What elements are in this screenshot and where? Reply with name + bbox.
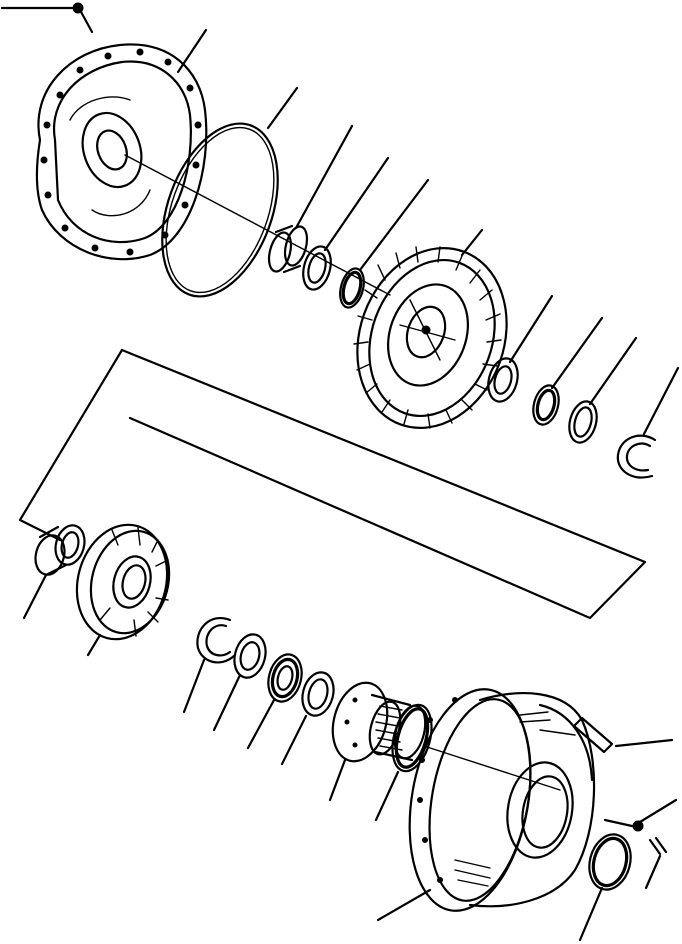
snap-ring [339,178,430,309]
thrust-washer [487,294,554,403]
seal-ring [374,703,433,822]
axis-line-top [124,154,391,296]
thrust-bearing [246,653,303,750]
seal-ring-large [578,833,632,942]
washer [212,633,267,732]
turbine [353,228,508,429]
bearing-top [267,124,354,274]
assembly-connector-line [120,348,647,620]
spacer-washer [568,336,638,444]
assembly-connector-left [18,348,124,542]
retaining-ring [616,366,680,479]
axis-line-lower [423,745,561,791]
pump-housing [376,688,596,922]
bearing-lower [22,524,86,620]
turbine-cover [0,2,208,261]
stator [75,523,171,657]
snap-ring-small [532,316,604,426]
bolt [572,716,674,754]
washer-2 [280,671,335,766]
plug [603,798,678,890]
spacer-ring [302,156,390,291]
o-ring [161,86,299,298]
snap-ring-lower [182,617,236,714]
